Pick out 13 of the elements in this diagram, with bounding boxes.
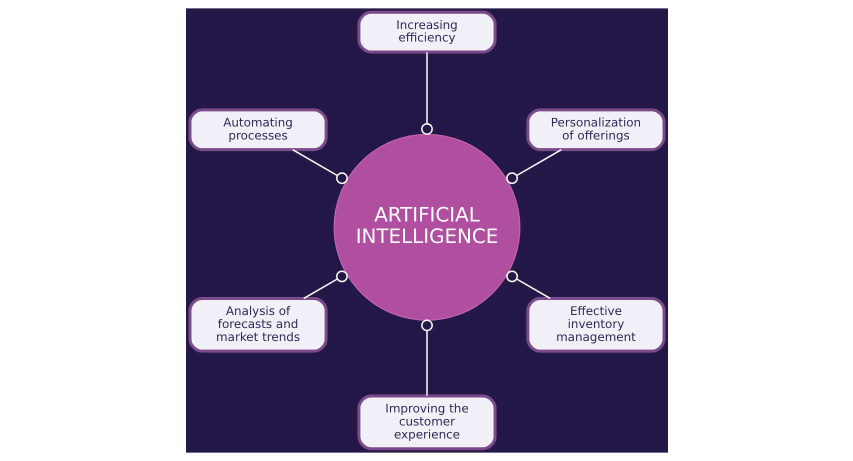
connector [420,52,432,135]
connector [302,270,348,300]
connector [292,149,348,184]
connector [420,319,432,396]
node-box: Increasing efficiency [356,10,496,54]
node-box: Personalization of offerings [526,108,666,152]
node-box: Analysis of forecasts and market trends [188,297,328,353]
node-box: Automating processes [188,108,328,152]
connector [506,149,562,184]
node-box: Improving the customer experience [356,394,496,450]
node-circle: ARTIFICIAL INTELLIGENCE [333,134,520,321]
node-box: Effective inventory management [526,297,666,353]
connector [506,270,550,300]
